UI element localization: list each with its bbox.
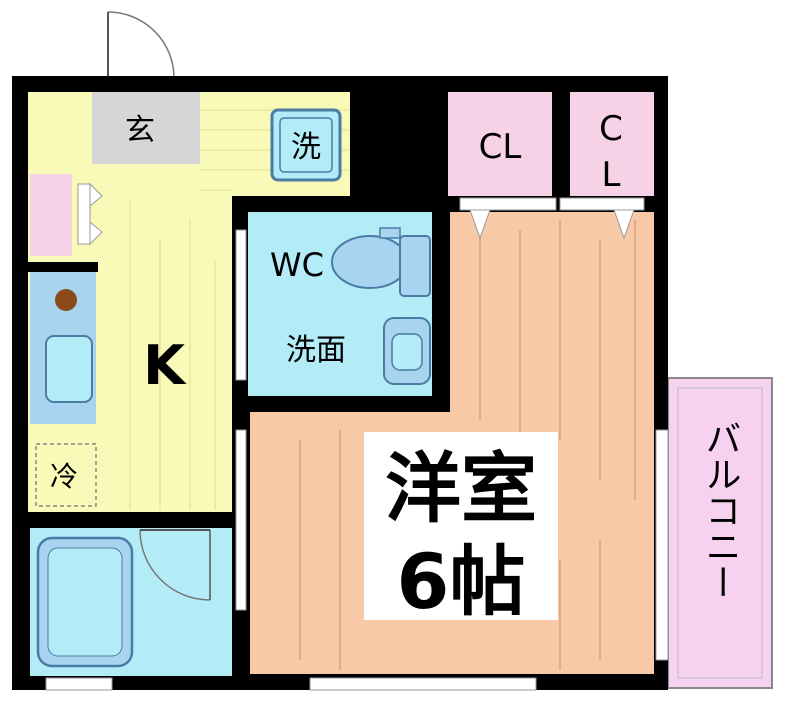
fridge-area: [30, 424, 97, 512]
bathroom-door-icon: [139, 529, 211, 601]
washer-icon: [270, 108, 342, 182]
balcony: [667, 377, 773, 689]
entrance-label: 玄: [125, 113, 155, 148]
closet-2: [570, 92, 654, 196]
sink-icon: [45, 335, 93, 403]
entrance-floor: [92, 92, 200, 164]
wc-label: WC: [270, 246, 324, 284]
stove-burner-icon: [55, 289, 77, 311]
washroom-label: 洗面: [286, 333, 346, 368]
kitchen-label: K: [143, 334, 187, 397]
interior-doors: [77, 182, 645, 611]
closet-2-label-line2: L: [602, 155, 621, 195]
entrance-door-icon: [107, 11, 176, 79]
closet-2-label-line1: C: [599, 109, 623, 149]
shoe-cabinet: [30, 174, 72, 256]
closet-1-label: CL: [479, 127, 522, 167]
balcony-label: バルコニー: [700, 420, 741, 600]
washer-label: 洗: [291, 130, 321, 165]
kitchen-counter: [30, 272, 96, 424]
bathtub-icon: [36, 536, 134, 668]
toilet-icon: [331, 227, 431, 297]
western-room-label-line2: 6帖: [397, 537, 526, 626]
western-label-box: [364, 432, 558, 620]
western-room-label-line1: 洋室: [385, 444, 537, 533]
western-floor-pattern: [299, 220, 636, 670]
closet-1: [448, 92, 552, 196]
washbasin-icon: [383, 317, 431, 385]
fridge-label: 冷: [50, 460, 78, 493]
windows: [45, 429, 669, 691]
